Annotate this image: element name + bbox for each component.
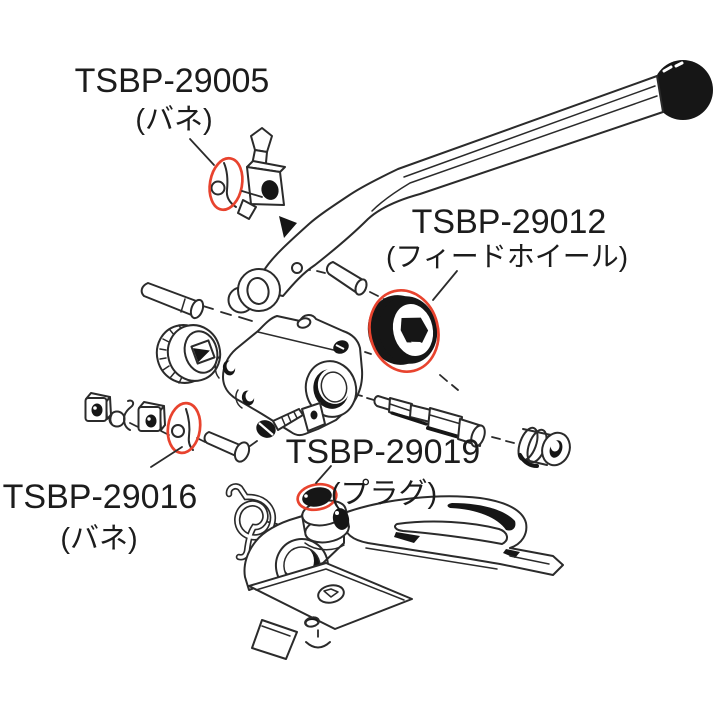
nut-block-2-hole [145,414,157,428]
knurled-wheel [155,324,222,384]
housing-flange-hole-glint [335,344,345,350]
label-29005-code: TSBP-29005 [75,62,270,100]
housing-top-edge [257,331,343,353]
spring-29005-wire [223,162,237,208]
centerline-end-arc [305,641,331,649]
lever-shaft-line [403,85,656,178]
label-29016-code: TSBP-29016 [3,478,198,516]
link-pin-cap [354,278,368,296]
label-29016-name: (バネ) [60,523,137,555]
pawl-bore [261,180,279,200]
nut-block-2-glint [147,417,151,421]
screw-slot [258,422,274,436]
roller-pin-cap [189,298,205,320]
base-foot-line [261,625,291,637]
feed-wheel-bore [400,317,429,347]
hex-shaft [373,395,486,448]
nut-block-1-glint [93,406,97,410]
nut-block-1-hole [91,403,103,417]
leader-29019 [315,465,332,484]
washer-ball-arc [109,413,113,425]
roller-pin [140,282,205,320]
spring-29005-part [210,162,237,208]
part-labels: TSBP-29005 (バネ) TSBP-29012 (フィードホイール) TS… [3,62,628,555]
base-tongue-line [509,555,550,565]
label-29012-code: TSBP-29012 [412,203,607,241]
shaft-hex-2-facet [429,414,462,425]
roller-pin-collar [180,298,186,313]
c-clip [123,399,135,431]
fastener-row [84,392,166,432]
clevis-pin-head [233,441,251,463]
lever-shadow-wedge [279,216,297,238]
plate-hole-tab [323,588,339,598]
housing-left-hole-1-face [226,360,236,372]
label-29019-code: TSBP-29019 [286,433,481,471]
plug-29019-part [302,487,332,507]
torsion-spring-core [227,484,275,559]
base-plate-edge [255,568,405,601]
plug-body [302,487,332,507]
label-29005-name: (バネ) [135,104,212,136]
highlight-ellipse-29016 [166,401,202,455]
lever-shaft-line2 [371,95,658,212]
base-foot [251,619,298,660]
screw-threads [281,411,298,426]
tension-lever [227,60,713,314]
housing-ear-hole [296,317,312,329]
base-boss-step [304,542,345,551]
base-tongue-shadow [503,549,520,558]
pawl-head [250,127,273,153]
highlight-ellipse-29019 [296,482,338,512]
spring-29016-part [171,408,194,451]
lever-pivot-bore [246,277,270,305]
spring-29005-coil [210,180,226,196]
boss-bore-glint [335,511,339,515]
label-29012-name: (フィードホイール) [386,241,628,272]
plate-stud-face [306,620,318,626]
torsion-spring [225,483,277,561]
lever-pin-hole [291,262,303,274]
ball-knob [653,60,713,120]
shaft-hex-2-shadow [426,426,461,439]
base-strap-line [365,547,498,570]
pawl-latch [237,127,286,220]
plug-glint [304,494,308,498]
link-pin [325,261,368,296]
shaft-tip [373,395,392,411]
clevis-pin [203,431,251,463]
leader-29005-tick [241,190,263,198]
base-assembly [243,495,564,660]
label-29019-name: (プラグ) [331,477,437,510]
highlight-ellipse-29012 [368,289,440,373]
gripper-housing [214,314,364,437]
ball-knob-highlight [662,61,684,73]
base-slot [394,520,508,545]
plate-stud-ring [304,616,320,628]
shaft-hex-1-facet [389,403,412,412]
leader-29016 [150,446,183,468]
bushing-shadow [518,453,539,468]
housing-left-hole-2-face [245,390,255,402]
shaft-end-face [470,424,486,448]
leader-29012 [432,270,458,301]
housing-bore-depth-ring [320,371,348,403]
housing-ear-lobes [214,356,243,409]
base-loop-shadow [447,503,516,531]
shaft-shadow [390,411,428,426]
grooved-bushing [517,424,573,470]
housing-tab-hole [310,410,318,420]
feed-wheel-29012-part [367,295,438,365]
knurled-wheel-square-bore [190,339,216,365]
spring-29016-wire [185,408,194,451]
screw [256,408,304,438]
plate-hole [317,584,345,604]
leader-29005 [189,138,215,166]
bushing-hole-glint [550,440,560,452]
spring-29016-coil [171,424,185,438]
highlight-ellipse-29005 [208,156,244,212]
base-slot-shadow [394,532,420,543]
pawl-foot [237,199,257,220]
